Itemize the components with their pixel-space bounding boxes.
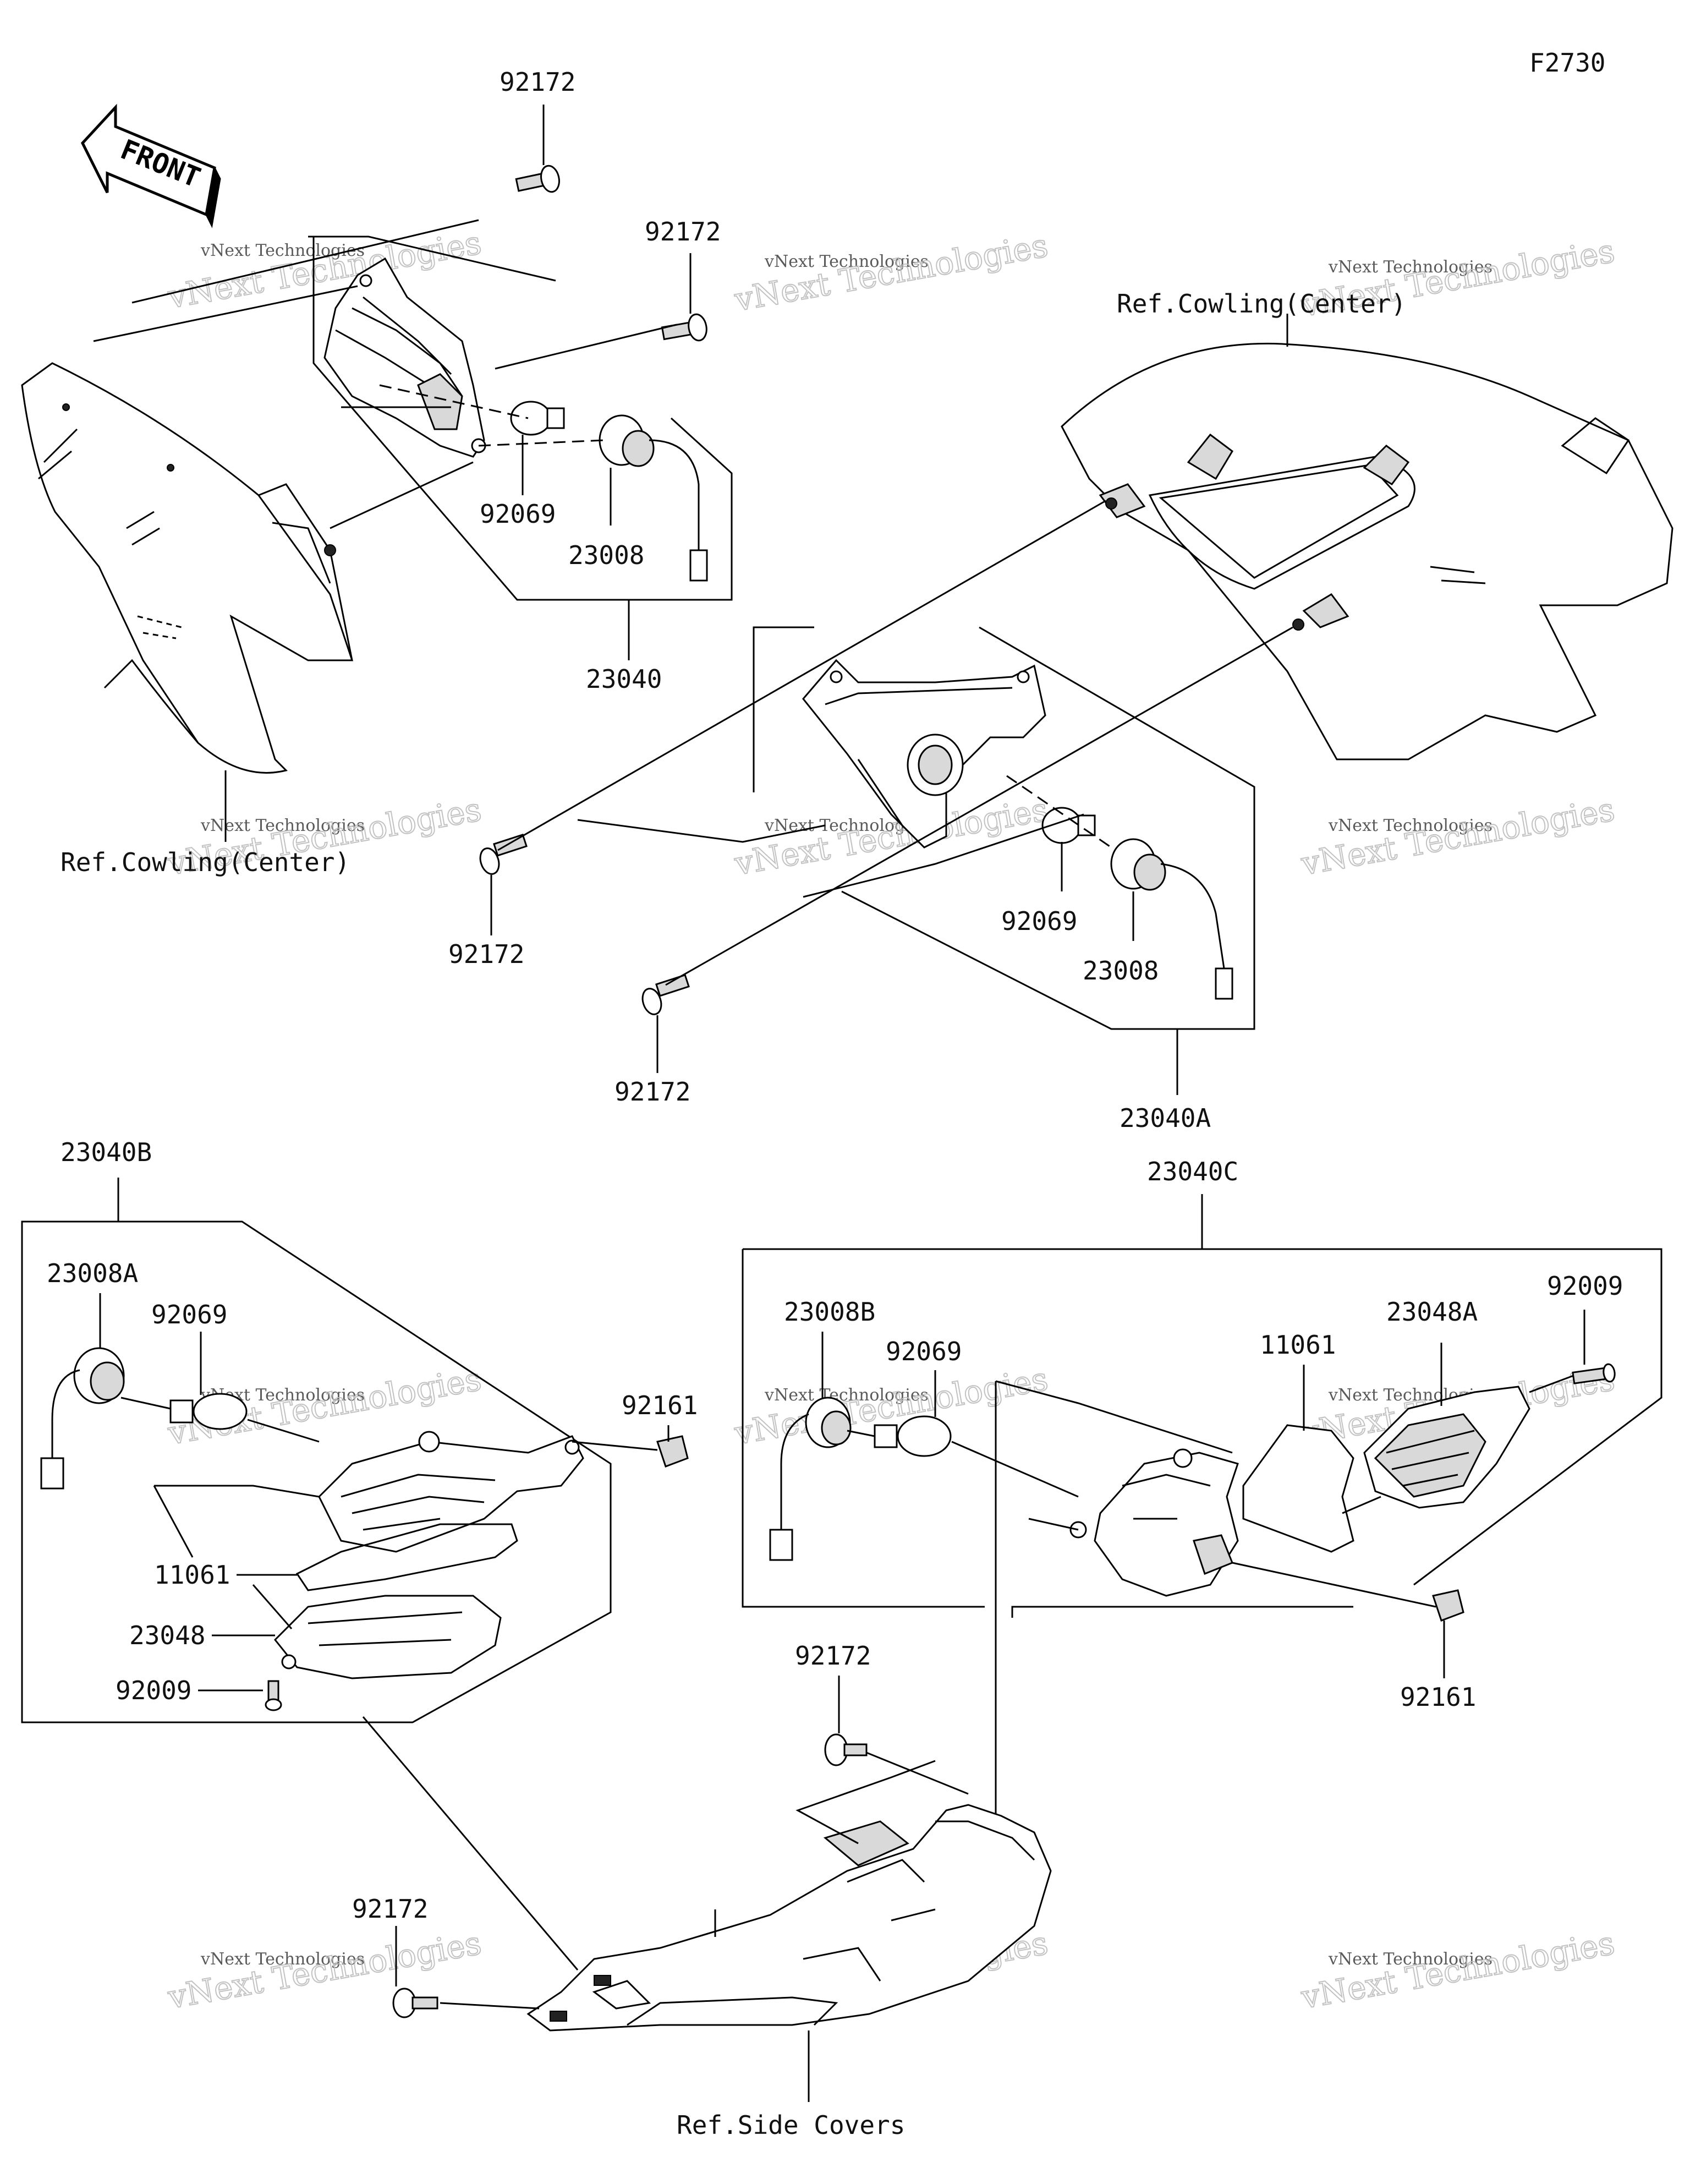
assembly-bracket-23040B: [21, 1220, 612, 1723]
label-screw-top-b: 92172: [645, 217, 721, 247]
watermark-outline: vNext Technologies: [1298, 1924, 1617, 2016]
label-bulb-c: 92069: [151, 1300, 227, 1329]
screw-icon: [661, 313, 707, 342]
watermark-text: vNext Technologies: [200, 1950, 365, 1969]
screw-icon: [392, 1988, 438, 2018]
socket-icon: [599, 414, 708, 582]
label-ref-cowling-left: Ref.Cowling(Center): [61, 847, 350, 877]
socket-icon: [40, 1347, 125, 1490]
nut-icon: [656, 1435, 689, 1468]
label-screw-mid-b: 92172: [614, 1077, 690, 1107]
label-nut-d: 92161: [1400, 1682, 1476, 1712]
screw-icon: [824, 1733, 868, 1766]
socket-icon: [1110, 838, 1233, 1000]
label-socket-d: 23008B: [784, 1297, 875, 1327]
turn-signal-housing-rear-right: [1069, 1448, 1239, 1597]
front-arrow-icon: FRONT: [80, 103, 221, 228]
bulb-icon: [169, 1393, 248, 1430]
label-socket-a: 23008: [568, 540, 644, 570]
socket-icon: [769, 1397, 852, 1561]
watermark-outline: vNext Technologies: [1298, 791, 1617, 883]
label-socket-c: 23008A: [47, 1258, 138, 1288]
bulb-icon: [874, 1415, 952, 1457]
assembly-bracket-23040C: [742, 1248, 1662, 1618]
watermark-text: vNext Technologies: [1328, 1950, 1493, 1969]
bulb-icon: [510, 401, 565, 436]
turn-signal-housing-center: [802, 659, 1046, 849]
label-screw-c: 92009: [116, 1676, 191, 1705]
gasket-part: [1242, 1424, 1354, 1553]
side-cover-part: [526, 1804, 1052, 2032]
label-lens-d: 23048A: [1386, 1297, 1478, 1327]
label-bulb-d: 92069: [886, 1337, 962, 1366]
screw-icon: [479, 833, 528, 875]
label-bulb-b: 92069: [1001, 906, 1077, 936]
label-screw-d: 92009: [1547, 1271, 1623, 1301]
label-screw-mid-a: 92172: [448, 939, 524, 969]
label-assembly-c: 23040B: [61, 1137, 152, 1167]
watermark-text: vNext Technologies: [1328, 816, 1493, 835]
watermark-outline: vNext Technologies: [165, 224, 484, 316]
label-gasket-d: 11061: [1260, 1330, 1336, 1360]
label-nut-c: 92161: [622, 1391, 698, 1420]
label-lens-c: 23048: [129, 1621, 205, 1650]
label-screw-side-a: 92172: [795, 1641, 871, 1671]
label-bulb-a: 92069: [480, 499, 556, 529]
assembly-bracket-23040C-inner: [995, 1380, 1233, 1454]
label-ref-side-covers: Ref.Side Covers: [677, 2110, 905, 2140]
screw-icon: [515, 165, 560, 193]
label-screw-top-a: 92172: [500, 67, 575, 97]
bulb-icon: [1041, 807, 1096, 844]
assembly-bracket-23040: [308, 236, 733, 601]
watermark-text: vNext Technologies: [1328, 258, 1493, 277]
label-assembly-a: 23040: [586, 664, 662, 694]
label-gasket-c: 11061: [154, 1560, 230, 1590]
turn-signal-housing-rear-left: [318, 1431, 584, 1553]
watermark-text: vNext Technologies: [200, 241, 365, 260]
lens-part: [273, 1595, 502, 1679]
nut-icon: [1432, 1589, 1464, 1622]
watermark-outline: vNext Technologies: [732, 227, 1051, 319]
watermark-text: vNext Technologies: [200, 816, 365, 835]
watermark-text: vNext Technologies: [764, 1386, 929, 1405]
label-ref-cowling-right: Ref.Cowling(Center): [1117, 289, 1406, 319]
screw-icon: [1572, 1363, 1616, 1384]
label-assembly-d: 23040C: [1147, 1157, 1238, 1186]
screw-icon: [641, 973, 690, 1015]
watermark-text: vNext Technologies: [764, 252, 929, 271]
cowling-left-part: [21, 362, 354, 774]
lens-part: [1363, 1386, 1530, 1509]
gasket-part: [295, 1523, 518, 1591]
label-assembly-b: 23040A: [1120, 1103, 1211, 1133]
assembly-bracket-23040A: [753, 626, 1255, 1030]
cowling-center-part: [1061, 342, 1673, 760]
screw-icon: [265, 1680, 282, 1711]
label-socket-b: 23008: [1083, 956, 1159, 986]
label-screw-side-b: 92172: [352, 1894, 428, 1924]
diagram-code: F2730: [1529, 48, 1605, 78]
